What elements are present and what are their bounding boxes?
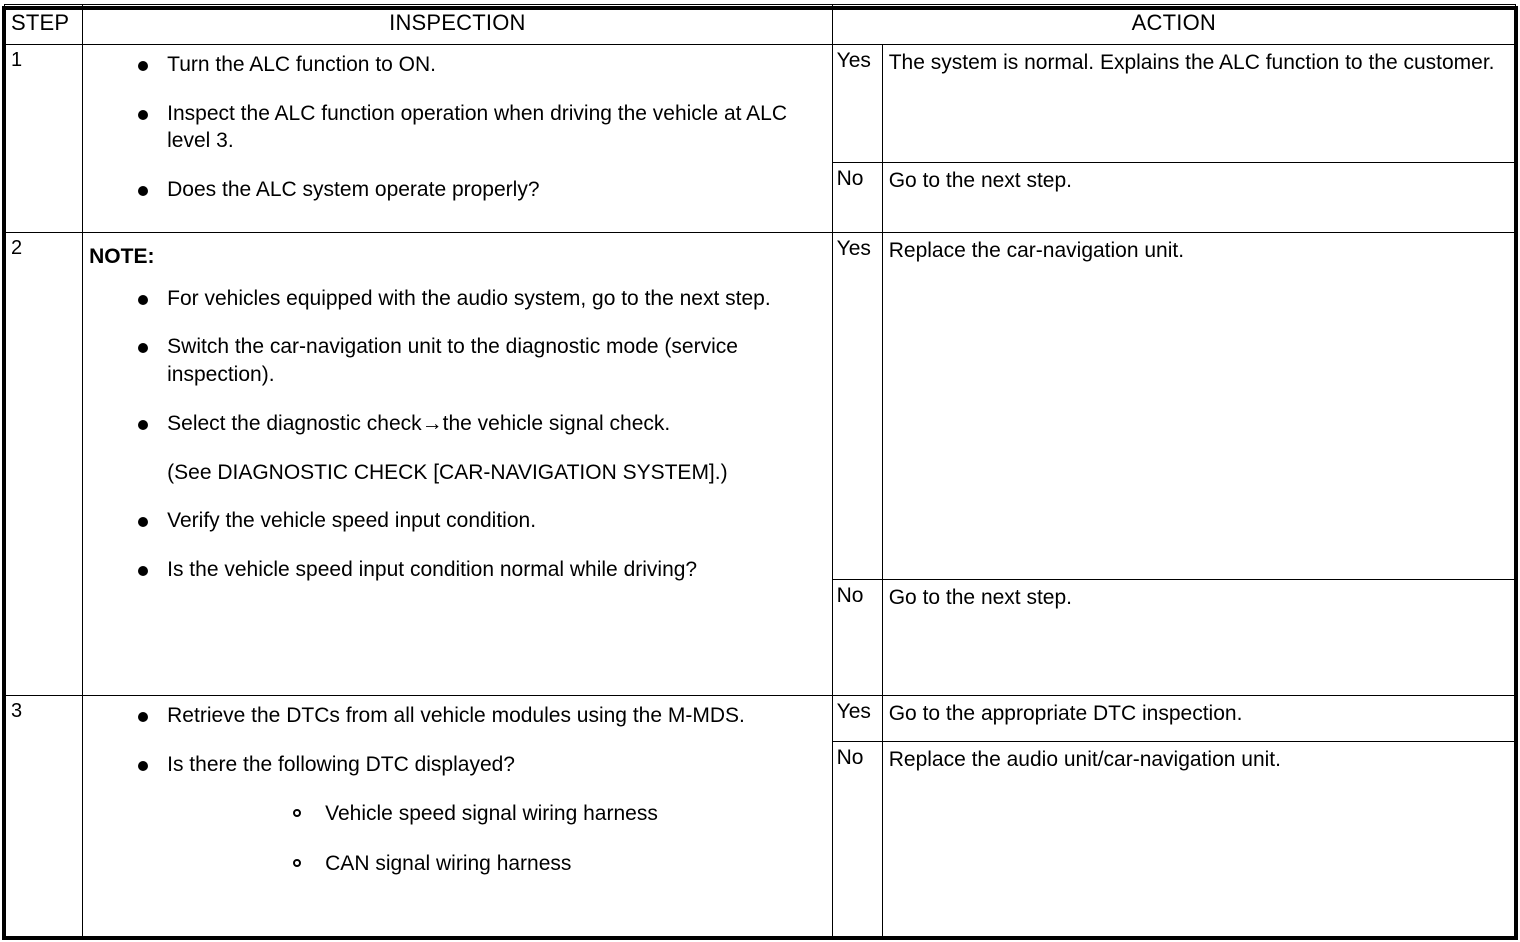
header-inspection: INSPECTION [82,4,833,45]
yes-label-2: Yes [831,232,883,580]
filled-bullet-icon [138,61,149,71]
action-yes-2: Replace the car-navigation unit. [881,232,1517,580]
table-row: No Go to the next step. [5,579,1517,696]
bullet-text: Does the ALC system operate properly? [167,178,540,202]
table-header-row: STEP INSPECTION ACTION [3,4,1517,45]
list-item: Is there the following DTC displayed? Ve… [87,751,821,878]
filled-bullet-icon [138,566,149,577]
filled-bullet-icon [138,712,149,722]
list-item: Verify the vehicle speed input condition… [87,507,821,535]
inspection-cell-1: Turn the ALC function to ON. Inspect the… [82,44,833,233]
bullet-text: Inspect the ALC function operation when … [167,101,788,153]
step-number-1: 1 [3,44,84,233]
list-item: For vehicles equipped with the audio sys… [87,285,821,313]
no-label-1: No [831,162,883,233]
list-item: Turn the ALC function to ON. [87,51,821,79]
table-row: No Go to the next step. [5,162,1517,233]
bullet-text: For vehicles equipped with the audio sys… [167,286,771,310]
sub-bullet-text: CAN signal wiring harness [325,852,572,876]
list-item: Retrieve the DTCs from all vehicle modul… [87,702,821,730]
table-row: 1 Turn the ALC function to ON. Inspect t… [3,44,1517,233]
inspection-cell-2: NOTE: For vehicles equipped with the aud… [82,232,833,696]
bullet-list-3: Retrieve the DTCs from all vehicle modul… [87,702,821,878]
sub-bullet-text: Vehicle speed signal wiring harness [325,802,658,826]
diagnostic-flow-sheet: STEP INSPECTION ACTION 1 Turn the ALC fu… [0,4,1520,942]
step-number-2: 2 [3,232,84,696]
list-item: Inspect the ALC function operation when … [87,100,821,155]
list-item: Does the ALC system operate properly? [87,176,821,204]
note-label: NOTE: [89,245,155,268]
header-action: ACTION [831,4,1517,45]
list-item-plain: (See DIAGNOSTIC CHECK [CAR-NAVIGATION SY… [87,459,821,487]
bullet-text: Is there the following DTC displayed? [167,752,515,776]
action-no-3: Replace the audio unit/car-navigation un… [881,741,1517,939]
bullet-text: Verify the vehicle speed input condition… [167,509,537,533]
no-label-3: No [831,741,883,939]
table-row: 3 Retrieve the DTCs from all vehicle mod… [3,695,1517,939]
sub-bullet-list-3: Vehicle speed signal wiring harness CAN … [167,800,821,877]
list-item: Is the vehicle speed input condition nor… [87,556,821,584]
step-number-3: 3 [3,695,84,939]
bullet-text: Select the diagnostic check→the vehicle … [167,411,671,435]
filled-bullet-icon [138,419,149,430]
bullet-list-1: Turn the ALC function to ON. Inspect the… [87,51,821,204]
yes-label-3: Yes [831,695,883,742]
filled-bullet-icon [138,294,149,305]
filled-bullet-icon [138,517,149,528]
action-no-1: Go to the next step. [881,162,1517,233]
list-item: Switch the car-navigation unit to the di… [87,333,821,388]
hollow-bullet-icon [293,859,302,868]
no-label-2: No [831,579,883,696]
bullet-text: Is the vehicle speed input condition nor… [167,558,698,582]
filled-bullet-icon [138,186,149,197]
hollow-bullet-icon [293,809,302,818]
bullet-text: Switch the car-navigation unit to the di… [167,335,738,387]
bullet-list-2: For vehicles equipped with the audio sys… [87,285,821,584]
sub-list-item: Vehicle speed signal wiring harness [167,800,821,828]
bullet-text: Retrieve the DTCs from all vehicle modul… [167,704,745,727]
header-step: STEP [3,4,84,45]
diagnostic-table: STEP INSPECTION ACTION 1 Turn the ALC fu… [3,4,1517,939]
bullet-text: (See DIAGNOSTIC CHECK [CAR-NAVIGATION SY… [167,460,728,484]
filled-bullet-icon [138,343,149,354]
list-item: Select the diagnostic check→the vehicle … [87,410,821,438]
action-yes-3: Go to the appropriate DTC inspection. [881,695,1517,742]
sub-list-item: CAN signal wiring harness [167,850,821,878]
table-row: 2 NOTE: For vehicles equipped with the a… [3,232,1517,696]
inspection-cell-3: Retrieve the DTCs from all vehicle modul… [82,695,833,939]
filled-bullet-icon [138,109,149,120]
filled-bullet-icon [138,760,149,771]
action-yes-1: The system is normal. Explains the ALC f… [881,44,1517,163]
action-no-2: Go to the next step. [881,579,1517,696]
table-row: No Replace the audio unit/car-navigation… [5,741,1517,939]
yes-label-1: Yes [831,44,883,163]
bullet-text: Turn the ALC function to ON. [167,53,436,76]
